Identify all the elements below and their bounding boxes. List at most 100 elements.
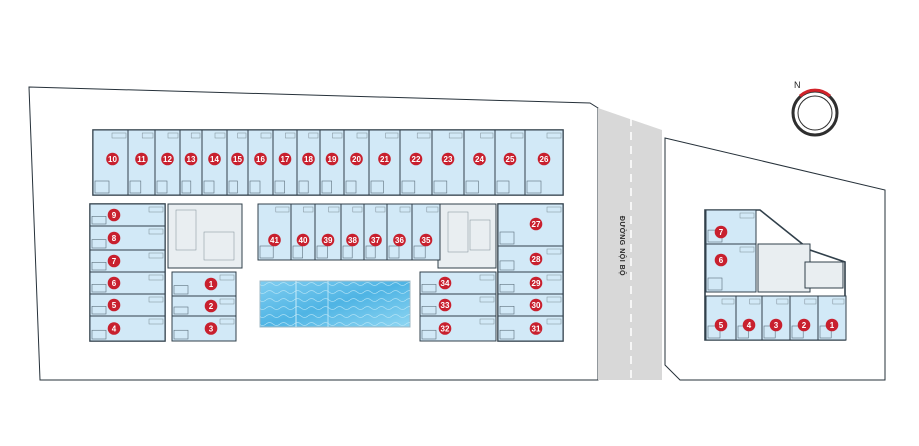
marker-main-2[interactable]: 2 [204, 299, 218, 313]
unit-main-41[interactable] [257, 203, 292, 261]
unit-main-39[interactable] [314, 203, 342, 261]
unit-main-8[interactable] [89, 225, 166, 251]
unit-main-35[interactable] [411, 203, 441, 261]
unit-main-33[interactable] [419, 293, 497, 317]
marker-annex-7[interactable]: 7 [714, 225, 728, 239]
marker-main-11[interactable]: 11 [135, 152, 148, 166]
unit-main-38[interactable] [340, 203, 365, 261]
marker-main-28[interactable]: 28 [529, 252, 543, 266]
marker-main-34[interactable]: 34 [438, 276, 452, 290]
unit-annex-1[interactable] [817, 295, 847, 341]
unit-annex-4[interactable] [735, 295, 763, 341]
marker-main-17[interactable]: 17 [278, 152, 292, 166]
marker-main-15[interactable]: 15 [231, 152, 244, 166]
marker-main-30[interactable]: 30 [529, 298, 543, 312]
marker-main-16[interactable]: 16 [254, 152, 267, 166]
marker-annex-4[interactable]: 4 [742, 318, 756, 332]
unit-main-34[interactable] [419, 271, 497, 295]
marker-main-12[interactable]: 12 [161, 152, 174, 166]
marker-annex-6-label: 6 [719, 256, 724, 265]
marker-main-29-label: 29 [532, 279, 541, 288]
swimming-pool [259, 280, 411, 328]
unit-main-5[interactable] [89, 293, 166, 317]
marker-annex-3[interactable]: 3 [769, 318, 783, 332]
marker-main-32[interactable]: 32 [438, 322, 452, 335]
unit-annex-7[interactable] [705, 209, 757, 245]
marker-main-12-label: 12 [163, 155, 172, 164]
marker-annex-5[interactable]: 5 [714, 318, 728, 332]
marker-main-18[interactable]: 18 [302, 152, 315, 166]
marker-main-39[interactable]: 39 [321, 233, 335, 247]
marker-main-33[interactable]: 33 [438, 298, 452, 312]
marker-main-13[interactable]: 13 [184, 152, 198, 166]
marker-annex-1-label: 1 [830, 321, 835, 330]
unit-main-40[interactable] [290, 203, 316, 261]
unit-annex-5[interactable] [705, 295, 737, 341]
marker-main-11-label: 11 [137, 155, 146, 164]
unit-main-7[interactable] [89, 249, 166, 273]
marker-main-38[interactable]: 38 [346, 233, 359, 247]
marker-main-26[interactable]: 26 [537, 152, 551, 166]
marker-main-41[interactable]: 41 [268, 233, 281, 247]
marker-annex-1[interactable]: 1 [825, 318, 839, 332]
unit-main-6[interactable] [89, 271, 166, 295]
marker-main-35[interactable]: 35 [419, 233, 433, 247]
unit-main-2[interactable] [171, 295, 237, 317]
unit-main-1[interactable] [171, 271, 237, 297]
marker-main-14-label: 14 [210, 155, 219, 164]
marker-annex-4-label: 4 [747, 321, 752, 330]
marker-main-26-label: 26 [540, 155, 549, 164]
unit-main-32[interactable] [419, 315, 497, 342]
marker-main-7[interactable]: 7 [107, 254, 121, 268]
marker-main-1-label: 1 [209, 280, 214, 289]
unit-annex-3[interactable] [761, 295, 791, 341]
marker-annex-5-label: 5 [719, 321, 724, 330]
marker-main-4[interactable]: 4 [107, 322, 121, 335]
marker-main-29[interactable]: 29 [529, 276, 543, 290]
marker-main-38-label: 38 [348, 236, 357, 245]
marker-main-8[interactable]: 8 [107, 231, 121, 245]
marker-main-16-label: 16 [256, 155, 265, 164]
marker-main-31[interactable]: 31 [529, 322, 543, 335]
unit-main-3[interactable] [171, 315, 237, 342]
marker-main-36[interactable]: 36 [393, 233, 406, 247]
compass: N [791, 80, 839, 137]
marker-main-1[interactable]: 1 [204, 277, 218, 291]
unit-annex-2[interactable] [789, 295, 819, 341]
marker-main-9[interactable]: 9 [107, 208, 121, 222]
marker-main-37[interactable]: 37 [369, 233, 382, 247]
marker-main-21[interactable]: 21 [378, 152, 391, 166]
marker-main-3[interactable]: 3 [204, 322, 218, 335]
marker-main-40[interactable]: 40 [296, 233, 310, 247]
stair-core-left [167, 203, 243, 269]
marker-main-5[interactable]: 5 [107, 298, 121, 312]
marker-main-25[interactable]: 25 [503, 152, 517, 166]
marker-annex-6[interactable]: 6 [714, 253, 728, 267]
marker-main-22[interactable]: 22 [409, 152, 423, 166]
marker-annex-3-label: 3 [774, 321, 779, 330]
marker-main-21-label: 21 [380, 155, 389, 164]
marker-main-20[interactable]: 20 [350, 152, 363, 166]
marker-main-27[interactable]: 27 [529, 217, 543, 231]
marker-main-13-label: 13 [187, 155, 196, 164]
unit-main-9[interactable] [89, 203, 166, 227]
annex-lift-core [804, 261, 844, 289]
unit-main-36[interactable] [386, 203, 413, 261]
marker-main-25-label: 25 [506, 155, 515, 164]
unit-annex-6[interactable] [705, 243, 757, 293]
marker-main-23[interactable]: 23 [441, 152, 455, 166]
marker-main-6[interactable]: 6 [107, 276, 121, 290]
marker-main-19[interactable]: 19 [325, 152, 339, 166]
unit-main-37[interactable] [363, 203, 388, 261]
marker-main-27-label: 27 [532, 220, 541, 229]
marker-main-40-label: 40 [299, 236, 308, 245]
marker-main-10[interactable]: 10 [106, 152, 119, 166]
unit-main-4[interactable] [89, 315, 166, 342]
marker-main-14[interactable]: 14 [208, 152, 221, 166]
marker-main-31-label: 31 [532, 324, 541, 333]
marker-main-24-label: 24 [475, 155, 484, 164]
marker-main-24[interactable]: 24 [473, 152, 486, 166]
internal-road [598, 108, 662, 380]
marker-annex-2[interactable]: 2 [797, 318, 811, 332]
marker-main-41-label: 41 [270, 236, 279, 245]
